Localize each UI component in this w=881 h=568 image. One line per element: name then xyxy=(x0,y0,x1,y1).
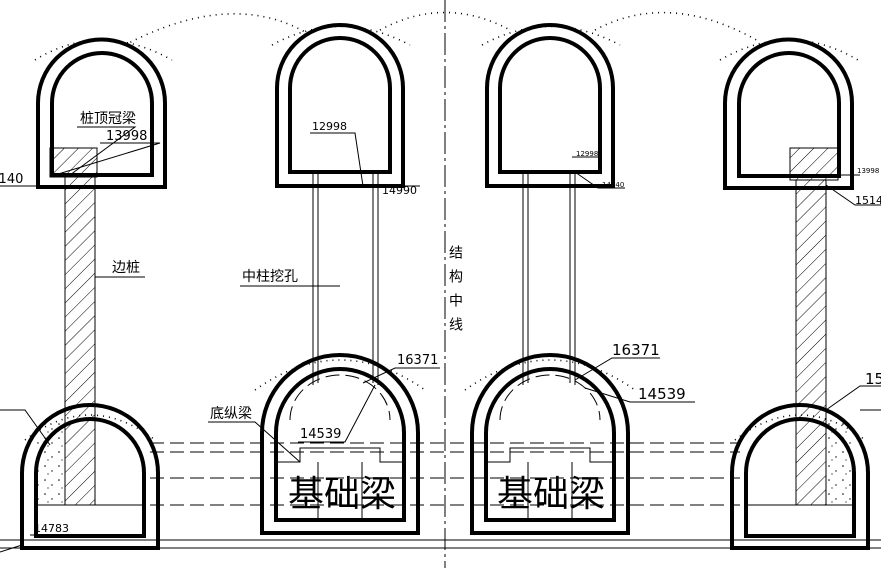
mid-left-inner-elevation: 14539 xyxy=(300,427,341,442)
mid-left-arch-elevation: 16371 xyxy=(397,353,438,368)
side-pile-label: 边桩 xyxy=(112,259,140,276)
bottom-tunnel-2 xyxy=(260,353,420,535)
mid-right-inner-elevation: 14539 xyxy=(638,385,686,403)
pile-cap-beam-label: 桩顶冠梁 xyxy=(80,110,136,127)
bottom-tunnel-1 xyxy=(20,403,160,550)
mid-right-arch-elevation: 16371 xyxy=(612,341,660,359)
structure-centerline-label: 结构中线 xyxy=(447,245,463,341)
top-tunnel-1 xyxy=(36,37,167,189)
top-tunnel-4 xyxy=(723,37,854,190)
top-tunnel-2 xyxy=(275,23,405,188)
left-side-pile xyxy=(64,176,96,506)
left-cap-elevation: 13998 xyxy=(106,129,147,144)
right-bottom-elevation: 15 xyxy=(865,370,881,388)
foundation-beam-left-label: 基础梁 xyxy=(288,474,396,515)
bottom-tunnel-3 xyxy=(470,353,630,535)
mid-right-column-elevation: 14840 xyxy=(602,181,624,189)
middle-column-hole-left xyxy=(312,172,379,385)
mid-left-top-elevation: 12998 xyxy=(312,120,347,133)
right-pile-elevation: 15140 xyxy=(855,194,881,207)
mid-left-column-elevation: 14990 xyxy=(382,184,417,197)
bottom-tunnel-4 xyxy=(730,403,870,550)
left-pile-elevation: 15140 xyxy=(0,172,23,187)
right-cap-elevation: 13998 xyxy=(857,167,879,175)
foundation-beam-right-label: 基础梁 xyxy=(497,474,605,515)
right-side-pile xyxy=(795,179,827,506)
grouting-arc-top-sides xyxy=(34,25,859,61)
left-bottom-elevation: 14783 xyxy=(34,522,69,535)
middle-column-hole-right xyxy=(522,172,576,385)
top-tunnel-3 xyxy=(485,23,615,188)
middle-column-hole-label: 中柱挖孔 xyxy=(242,269,298,285)
leader-lines xyxy=(0,126,881,553)
grouting-arc-top xyxy=(124,11,761,46)
bottom-longitudinal-beam-label: 底纵梁 xyxy=(210,406,252,422)
mid-right-top-elevation: 12998 xyxy=(576,150,598,158)
